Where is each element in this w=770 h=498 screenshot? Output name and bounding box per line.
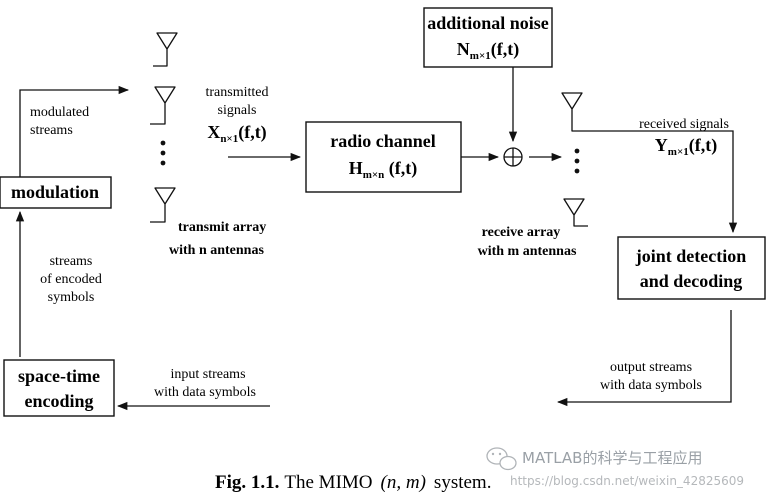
y-symbol: Ym×1(f,t) [655, 135, 717, 158]
modulated-streams-line1: modulated [30, 105, 89, 120]
figure-caption: Fig. 1.1.The MIMO(n, m)system. [215, 472, 491, 493]
output-streams-arrow [556, 310, 732, 407]
streams-encoded-line2: of encoded [40, 272, 102, 287]
output-streams-line2: with data symbols [600, 378, 702, 393]
receive-array-line1: receive array [482, 225, 561, 240]
watermark-url: https://blog.csdn.net/weixin_42825609 [510, 474, 744, 488]
radio-channel-title: radio channel [330, 131, 436, 151]
noise-symbol: Nm×1(f,t) [457, 39, 519, 62]
joint-detection-line1: joint detection [635, 246, 746, 266]
summation-node [503, 147, 523, 167]
tx-vertical-dots [160, 140, 166, 166]
wechat-icon [486, 447, 517, 471]
tx-antenna-icon [153, 32, 178, 67]
modulation-title: modulation [11, 182, 99, 202]
joint-detection-line2: and decoding [640, 271, 743, 291]
streams-encoded-line1: streams [50, 254, 93, 269]
watermark-main: MATLAB的科学与工程应用 [522, 449, 702, 467]
modulation-to-antennas-arrow [19, 85, 130, 177]
channel-symbol: Hm×n (f,t) [349, 158, 418, 181]
transmitted-signals-line1: transmitted [206, 85, 269, 100]
received-signals-label: received signals [639, 117, 729, 132]
modulated-streams-line2: streams [30, 123, 73, 138]
transmitted-signals-line2: signals [218, 103, 257, 118]
tx-antenna-icon [150, 86, 176, 125]
rx-vertical-dots [574, 148, 580, 174]
space-time-encoding-block: space-time encoding [3, 359, 115, 417]
joint-detection-block: joint detection and decoding [617, 236, 766, 300]
streams-encoded-line3: symbols [48, 290, 95, 305]
x-symbol: Xn×1(f,t) [207, 122, 266, 145]
modulation-block: modulation [0, 176, 112, 209]
input-streams-line2: with data symbols [154, 385, 256, 400]
transmit-array-line2: with n antennas [169, 243, 264, 258]
radio-channel-block: radio channel Hm×n (f,t) [305, 121, 462, 193]
output-streams-line1: output streams [610, 360, 692, 375]
rx-antenna-icon [561, 92, 598, 132]
transmit-array-line1: transmit array [178, 220, 266, 235]
space-time-line1: space-time [18, 366, 100, 386]
receive-array-line2: with m antennas [478, 244, 577, 259]
additional-noise-block: additional noise Nm×1(f,t) [423, 7, 553, 68]
tx-antenna-icon [150, 187, 176, 223]
space-time-line2: encoding [24, 391, 93, 411]
input-streams-line1: input streams [170, 367, 245, 382]
additional-noise-title: additional noise [427, 13, 549, 33]
receiver-to-detection-arrow [598, 130, 738, 234]
rx-antenna-icon [563, 198, 588, 227]
